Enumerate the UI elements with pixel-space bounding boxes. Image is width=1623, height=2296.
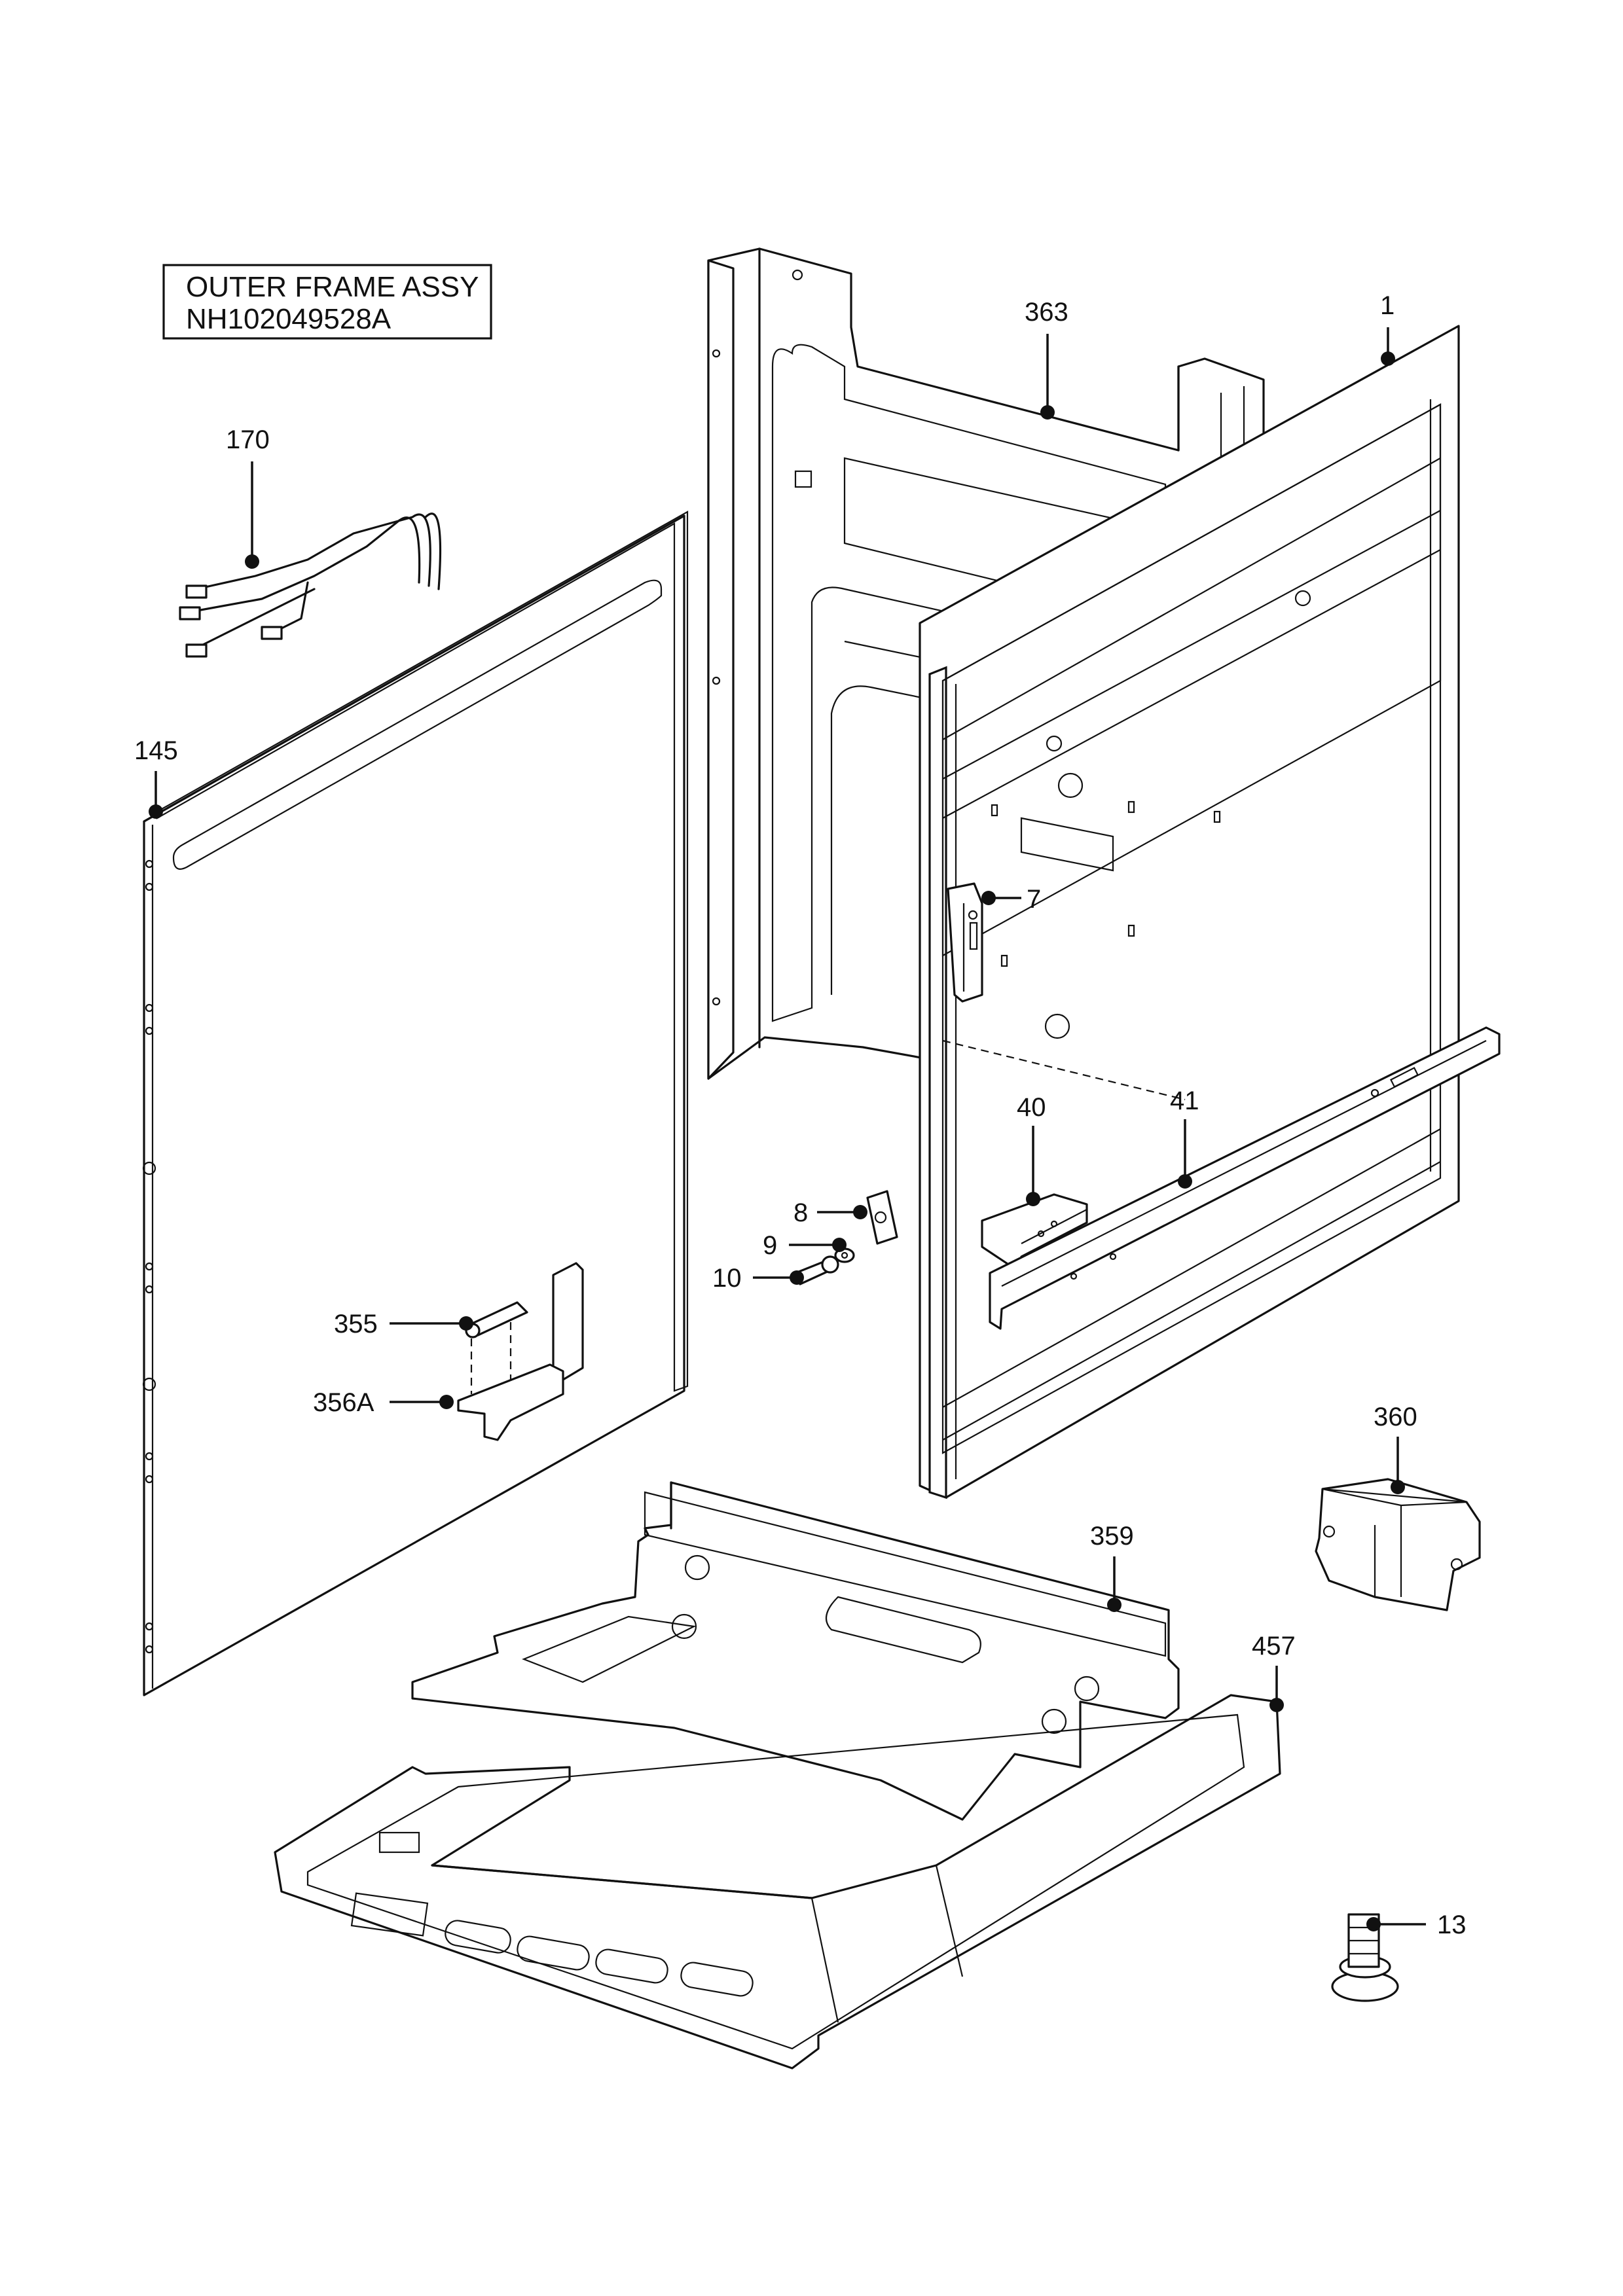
callout-10: 10	[712, 1264, 742, 1293]
callout-457: 457	[1252, 1632, 1296, 1660]
title-box: OUTER FRAME ASSY NH102049528A	[162, 264, 492, 340]
callout-41: 41	[1170, 1086, 1199, 1115]
callout-40: 40	[1017, 1093, 1046, 1122]
callout-7: 7	[1027, 885, 1041, 914]
callout-1: 1	[1380, 291, 1395, 320]
callout-355: 355	[334, 1310, 378, 1338]
callout-360: 360	[1374, 1403, 1417, 1431]
callout-359: 359	[1090, 1522, 1134, 1551]
callout-145: 145	[134, 736, 178, 765]
screw-part-10	[794, 1255, 839, 1285]
side-panel-part	[142, 511, 689, 1696]
callout-363: 363	[1025, 298, 1068, 327]
callout-9: 9	[763, 1231, 777, 1260]
callout-170: 170	[226, 425, 270, 454]
lower-base-tray-part	[274, 1694, 1281, 2070]
base-plate-part	[411, 1481, 1180, 1821]
rail-part-41	[989, 1026, 1501, 1330]
leveling-foot-part	[1331, 1913, 1399, 2002]
hinge-bracket-part	[457, 1262, 584, 1441]
title-line-1: OUTER FRAME ASSY	[186, 271, 479, 303]
clip-part-8	[866, 1190, 898, 1245]
callout-labels: 363 1 170 145 7 40 41 8 9 10 355 356A 36…	[134, 291, 1467, 1939]
bracket-part-7	[947, 882, 983, 1003]
callout-356A: 356A	[313, 1388, 374, 1417]
bracket-part-40	[981, 1193, 1088, 1274]
callout-13: 13	[1437, 1910, 1467, 1939]
title-line-2: NH102049528A	[186, 303, 392, 335]
wire-harness-part	[179, 512, 442, 658]
callout-leaders	[149, 327, 1426, 1931]
washer-part-9	[834, 1247, 855, 1263]
box-part-360	[1315, 1478, 1481, 1611]
callout-8: 8	[793, 1198, 808, 1227]
